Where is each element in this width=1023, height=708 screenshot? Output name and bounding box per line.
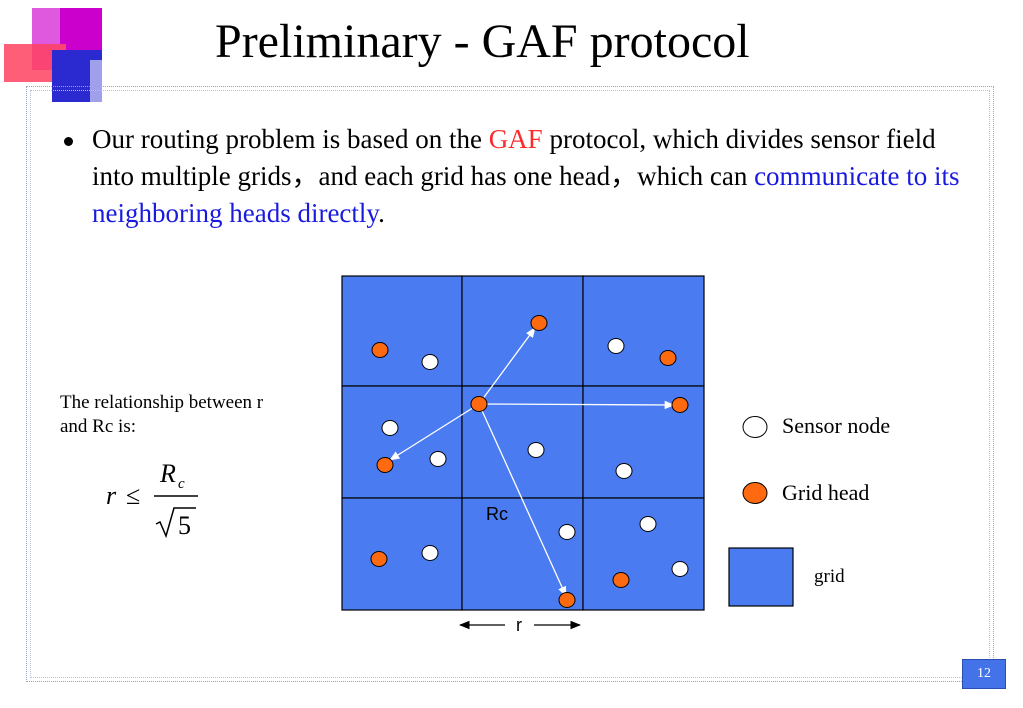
formula-lhs: r: [106, 481, 117, 510]
sensor-node: [671, 561, 689, 577]
logo: [0, 0, 125, 105]
sensor-node: [421, 545, 439, 561]
formula: r ≤ R c 5: [106, 459, 198, 540]
legend-grid-label: grid: [814, 566, 845, 587]
grid-head: [659, 350, 677, 366]
sensor-node: [421, 354, 439, 370]
rc-label: Rc: [486, 504, 508, 524]
grid-cell: [461, 275, 584, 387]
link-arrow: [478, 403, 567, 597]
sensor-node: [639, 516, 657, 532]
grid-head: [558, 592, 576, 608]
formula-sqrt-sign: [155, 507, 196, 539]
bullet-text: Our routing problem is based on the GAF …: [92, 121, 962, 232]
slide-title: Preliminary - GAF protocol: [215, 15, 750, 68]
legend-grid-icon: [728, 547, 794, 607]
content-frame: [26, 86, 994, 682]
legend-sensor-node-label: Sensor node: [782, 413, 891, 438]
sensor-node: [381, 420, 399, 436]
bullet-marker: [64, 137, 73, 146]
grid-head: [671, 397, 689, 413]
communicate-highlight: communicate to its neighboring heads dir…: [92, 161, 960, 228]
link-arrow: [478, 327, 536, 405]
sensor-node: [607, 338, 625, 354]
sensor-node: [429, 451, 447, 467]
content-frame-inner: [30, 90, 990, 678]
grid-head: [376, 457, 394, 473]
formula-numerator: R: [159, 459, 176, 488]
link-arrow: [478, 400, 676, 410]
bullet-part1: Our routing problem is based on the: [92, 124, 489, 154]
gaf-highlight: GAF: [488, 124, 543, 154]
sensor-node: [615, 463, 633, 479]
grid-cell: [582, 497, 705, 611]
sensor-node: [527, 442, 545, 458]
bullet-part2: protocol, which divides sensor field int…: [92, 124, 936, 191]
formula-operator: ≤: [126, 481, 140, 510]
grid-cell: [341, 385, 463, 499]
grid-head: [371, 342, 389, 358]
relation-text: The relationship between r and Rc is:: [60, 392, 264, 437]
formula-denominator: 5: [178, 511, 191, 540]
r-label: r: [516, 615, 522, 635]
grid-head: [612, 572, 630, 588]
legend-grid-head-label: Grid head: [782, 480, 870, 505]
grid-head: [530, 315, 548, 331]
page-number: 12: [962, 659, 1006, 689]
legend-sensor-node-icon: [742, 416, 768, 438]
grid-head: [470, 396, 488, 412]
grid-head: [370, 551, 388, 567]
grid-cell: [341, 497, 463, 611]
grid-cell: [582, 275, 705, 387]
sensor-node: [558, 524, 576, 540]
grid-cell: [341, 275, 463, 387]
legend-grid-head-icon: [742, 482, 768, 504]
formula-numerator-sub: c: [178, 476, 185, 492]
bullet-part3: .: [378, 198, 385, 228]
link-arrow: [389, 403, 480, 461]
